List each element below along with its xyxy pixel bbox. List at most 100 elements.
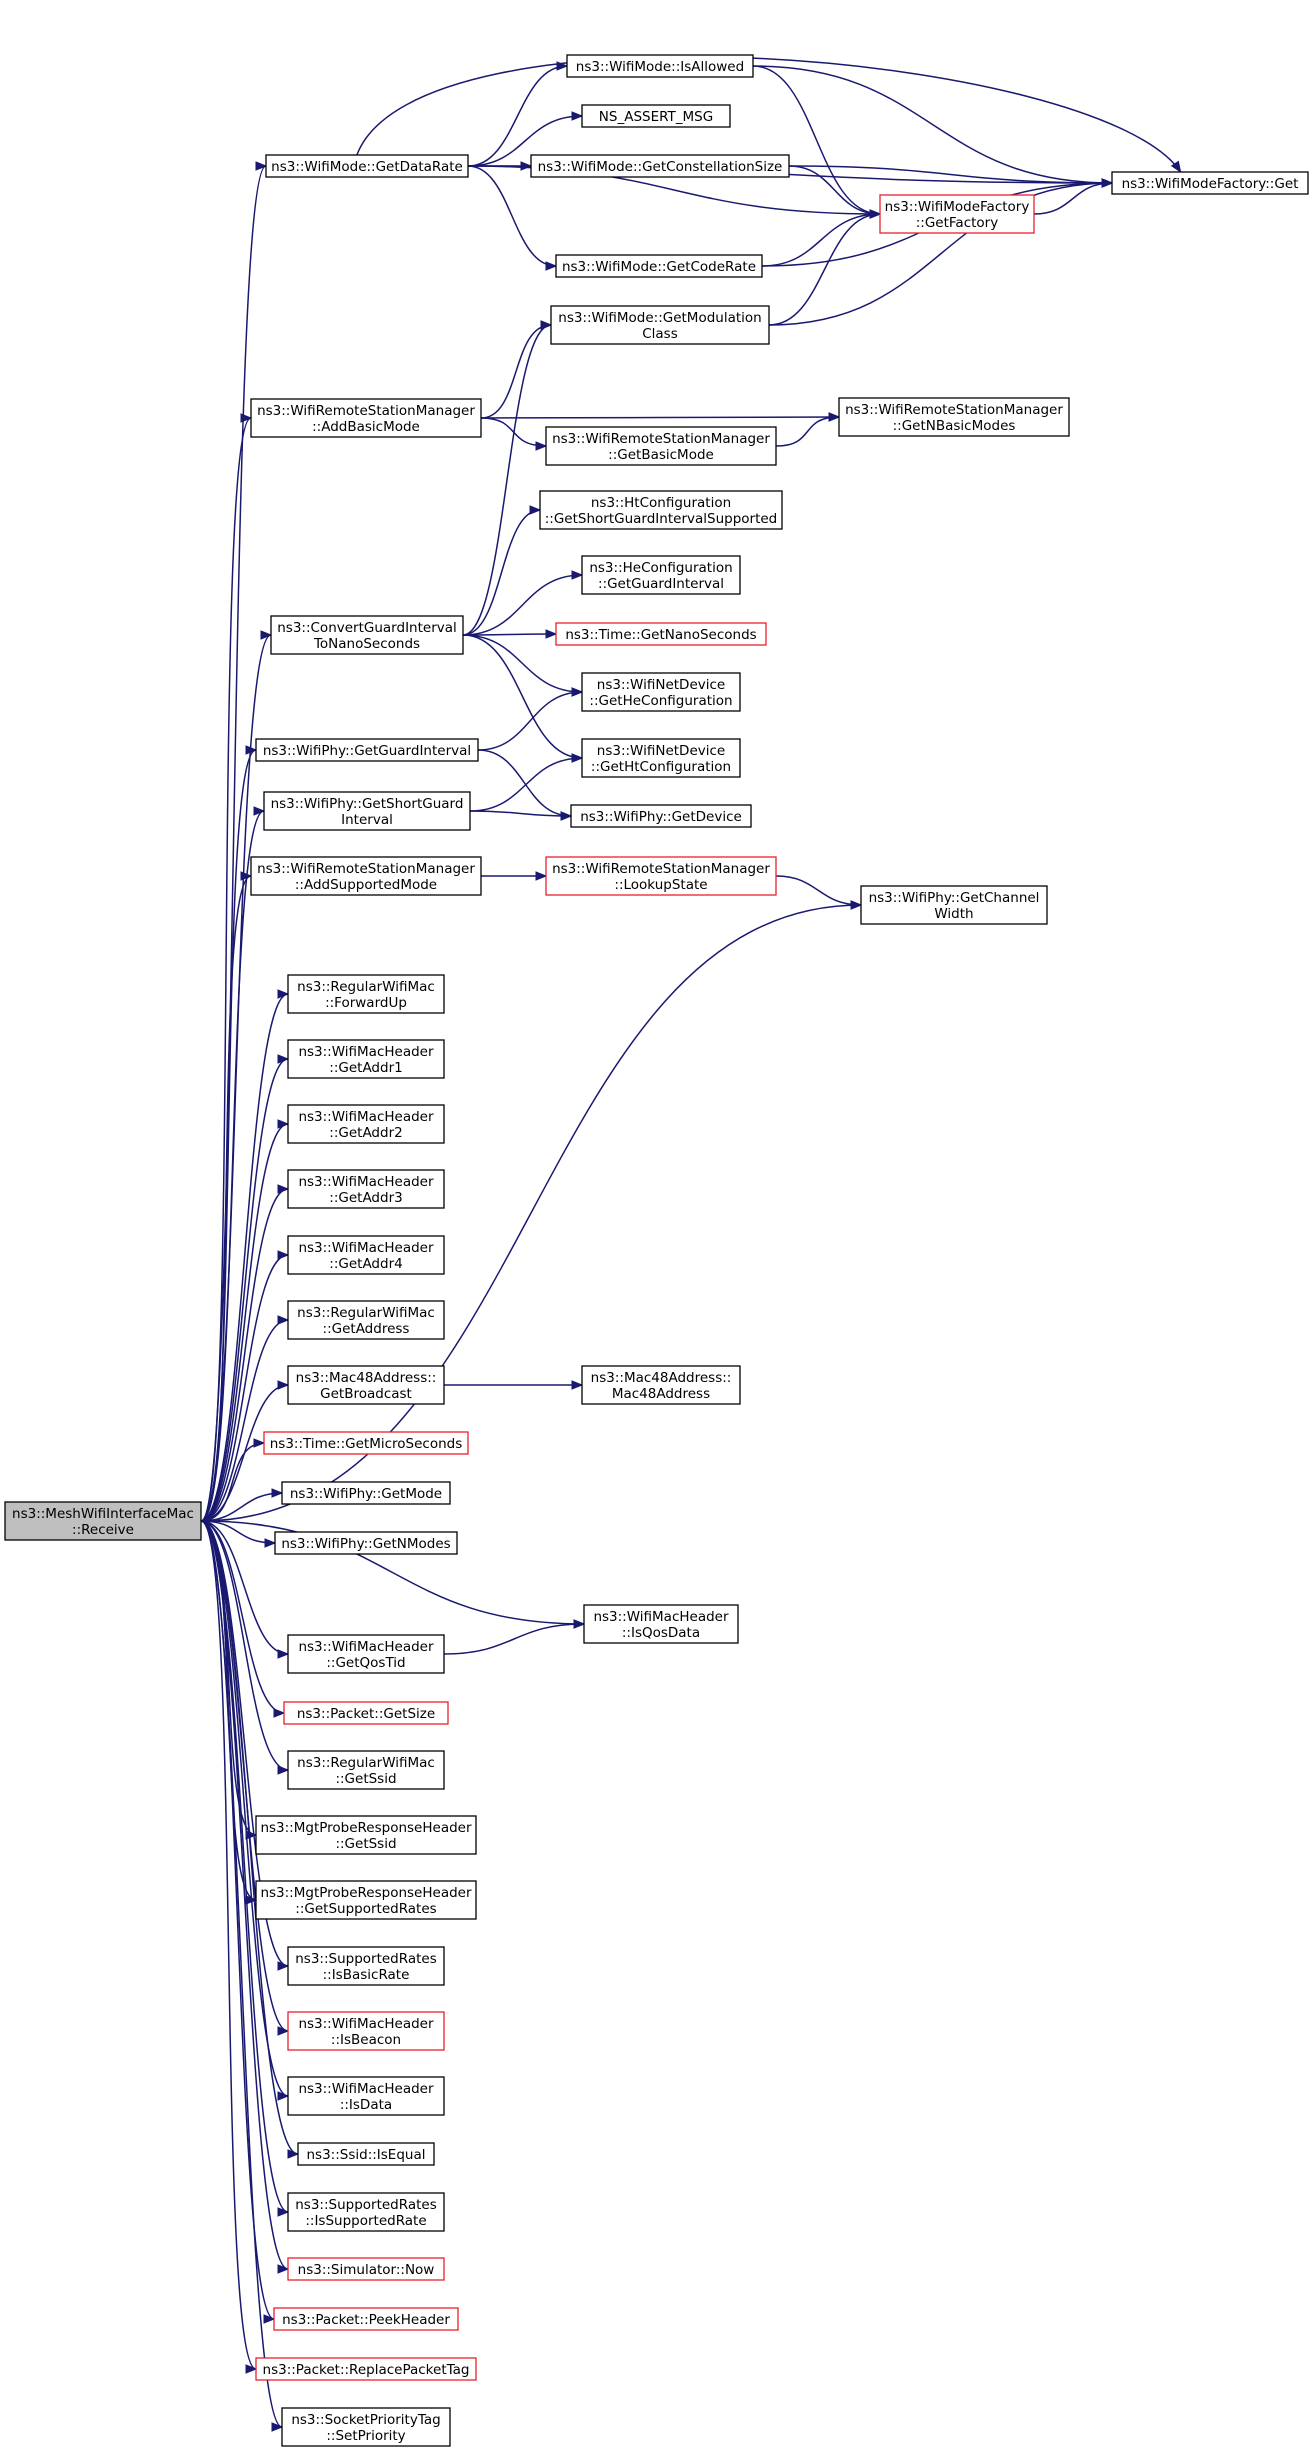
- node-label: ns3::MgtProbeResponseHeader: [260, 1885, 472, 1901]
- node-isBeacon[interactable]: ns3::WifiMacHeader::IsBeacon: [287, 2011, 445, 2051]
- node-label: ns3::WifiMacHeader: [298, 1044, 434, 1060]
- edge-getQosTid-to-isQosData: [443, 1623, 585, 1655]
- edge-arrowhead: [277, 1054, 290, 1064]
- node-getFactory[interactable]: ns3::WifiModeFactory::GetFactory: [879, 194, 1035, 234]
- node-getHtConfig[interactable]: ns3::WifiNetDevice::GetHtConfiguration: [581, 738, 741, 778]
- node-box: [581, 1365, 741, 1405]
- edge-receive-to-addr2: [200, 1123, 289, 1522]
- node-macGetSsid[interactable]: ns3::RegularWifiMac::GetSsid: [287, 1750, 445, 1790]
- edge-arrowhead: [277, 1961, 290, 1971]
- edge-receive-to-isQosData: [200, 1520, 585, 1625]
- node-addBasicMode[interactable]: ns3::WifiRemoteStationManager::AddBasicM…: [250, 398, 482, 438]
- node-label: ::GetHeConfiguration: [589, 693, 732, 709]
- node-getHeConfig[interactable]: ns3::WifiNetDevice::GetHeConfiguration: [581, 672, 741, 712]
- edge-isAllowed-to-getFactory: [752, 65, 881, 215]
- node-mac48ctor[interactable]: ns3::Mac48Address::Mac48Address: [581, 1365, 741, 1405]
- node-addr4[interactable]: ns3::WifiMacHeader::GetAddr4: [287, 1235, 445, 1275]
- node-box: [287, 2076, 445, 2116]
- edge-arrowhead: [277, 1184, 290, 1194]
- edge-arrowhead: [277, 989, 290, 999]
- node-phyShortGi[interactable]: ns3::WifiPhy::GetShortGuardInterval: [263, 791, 471, 831]
- node-peekHeader[interactable]: ns3::Packet::PeekHeader: [273, 2307, 459, 2331]
- edge-convertGi-to-heGi: [462, 574, 583, 636]
- node-heGi[interactable]: ns3::HeConfiguration::GetGuardInterval: [581, 555, 741, 595]
- node-getDataRate[interactable]: ns3::WifiMode::GetDataRate: [265, 154, 469, 178]
- node-getQosTid[interactable]: ns3::WifiMacHeader::GetQosTid: [287, 1634, 445, 1674]
- node-addr3[interactable]: ns3::WifiMacHeader::GetAddr3: [287, 1169, 445, 1209]
- edge-receive-to-forwardUp: [200, 993, 289, 1522]
- node-label: ns3::WifiRemoteStationManager: [552, 431, 770, 447]
- node-box: [250, 398, 482, 438]
- node-probeRates[interactable]: ns3::MgtProbeResponseHeader::GetSupporte…: [255, 1880, 477, 1920]
- edge-getConstellation-to-getFactory: [788, 165, 881, 215]
- edge-arrowhead: [1170, 160, 1182, 174]
- node-label: GetBroadcast: [320, 1386, 412, 1402]
- edge-arrowhead: [571, 111, 584, 121]
- node-simNow[interactable]: ns3::Simulator::Now: [287, 2257, 445, 2281]
- node-getConstellation[interactable]: ns3::WifiMode::GetConstellationSize: [530, 154, 790, 178]
- node-getCodeRate[interactable]: ns3::WifiMode::GetCodeRate: [555, 254, 763, 278]
- node-label: ns3::WifiMacHeader: [298, 1174, 434, 1190]
- node-label: ns3::MeshWifiInterfaceMac: [12, 1506, 194, 1522]
- node-isAllowed[interactable]: ns3::WifiMode::IsAllowed: [566, 54, 754, 78]
- node-lookupState[interactable]: ns3::WifiRemoteStationManager::LookupSta…: [545, 856, 777, 896]
- edge-arrowhead: [535, 441, 548, 451]
- node-box: [570, 804, 752, 828]
- node-label: ::LookupState: [614, 877, 707, 893]
- node-label: ns3::WifiMode::GetConstellationSize: [538, 159, 783, 175]
- node-label: ns3::WifiNetDevice: [597, 743, 725, 759]
- node-microSeconds[interactable]: ns3::Time::GetMicroSeconds: [263, 1431, 469, 1455]
- edge-getBasicMode-to-getNBasicModes: [775, 416, 840, 447]
- edges-layer: [200, 55, 1182, 2432]
- node-ssidIsEqual[interactable]: ns3::Ssid::IsEqual: [297, 2142, 435, 2166]
- node-addr2[interactable]: ns3::WifiMacHeader::GetAddr2: [287, 1104, 445, 1144]
- node-addSupported[interactable]: ns3::WifiRemoteStationManager::AddSuppor…: [250, 856, 482, 896]
- node-label: ::GetAddr1: [329, 1060, 402, 1076]
- node-getNanoSeconds[interactable]: ns3::Time::GetNanoSeconds: [555, 622, 767, 646]
- node-receive[interactable]: ns3::MeshWifiInterfaceMac::Receive: [4, 1501, 202, 1541]
- node-box: [281, 1481, 451, 1505]
- node-isSupportedRate[interactable]: ns3::SupportedRates::IsSupportedRate: [287, 2192, 445, 2232]
- edge-phyShortGi-to-getHtConfig: [469, 757, 583, 812]
- node-probeSsid[interactable]: ns3::MgtProbeResponseHeader::GetSsid: [255, 1815, 477, 1855]
- edge-arrowhead: [1101, 178, 1114, 188]
- node-label: ::GetShortGuardIntervalSupported: [545, 511, 778, 527]
- node-factoryGet[interactable]: ns3::WifiModeFactory::Get: [1111, 171, 1309, 195]
- edge-arrowhead: [255, 161, 268, 171]
- node-phyGetGi[interactable]: ns3::WifiPhy::GetGuardInterval: [255, 738, 479, 762]
- node-box: [1111, 171, 1309, 195]
- node-htShortGi[interactable]: ns3::HtConfiguration::GetShortGuardInter…: [539, 490, 783, 530]
- node-phyGetDevice[interactable]: ns3::WifiPhy::GetDevice: [570, 804, 752, 828]
- node-label: ns3::Mac48Address::: [591, 1370, 732, 1386]
- edge-receive-to-replaceTag: [200, 1520, 257, 2370]
- edge-arrowhead: [287, 2149, 300, 2159]
- node-getBroadcast[interactable]: ns3::Mac48Address::GetBroadcast: [287, 1365, 445, 1405]
- node-pktGetSize[interactable]: ns3::Packet::GetSize: [283, 1701, 449, 1725]
- edge-arrowhead: [271, 1488, 284, 1498]
- edge-arrowhead: [277, 1119, 290, 1129]
- node-nsAssert[interactable]: NS_ASSERT_MSG: [581, 104, 731, 128]
- node-isQosData[interactable]: ns3::WifiMacHeader::IsQosData: [583, 1604, 739, 1644]
- node-label: ns3::Time::GetMicroSeconds: [270, 1436, 463, 1452]
- node-label: ns3::Ssid::IsEqual: [307, 2147, 426, 2163]
- node-box: [838, 397, 1070, 437]
- node-getBasicMode[interactable]: ns3::WifiRemoteStationManager::GetBasicM…: [545, 426, 777, 466]
- node-phyGetMode[interactable]: ns3::WifiPhy::GetMode: [281, 1481, 451, 1505]
- node-forwardUp[interactable]: ns3::RegularWifiMac::ForwardUp: [287, 974, 445, 1014]
- node-isData[interactable]: ns3::WifiMacHeader::IsData: [287, 2076, 445, 2116]
- node-box: [581, 738, 741, 778]
- node-getNBasicModes[interactable]: ns3::WifiRemoteStationManager::GetNBasic…: [838, 397, 1070, 437]
- node-label: ::GetBasicMode: [608, 447, 714, 463]
- node-setPriority[interactable]: ns3::SocketPriorityTag::SetPriority: [281, 2407, 451, 2447]
- edge-addBasicMode-to-getNBasicModes: [480, 416, 840, 419]
- node-addr1[interactable]: ns3::WifiMacHeader::GetAddr1: [287, 1039, 445, 1079]
- node-isBasicRate[interactable]: ns3::SupportedRates::IsBasicRate: [287, 1946, 445, 1986]
- node-phyGetNModes[interactable]: ns3::WifiPhy::GetNModes: [274, 1531, 458, 1555]
- edge-convertGi-to-getHeConfig: [462, 634, 583, 693]
- edge-arrowhead: [277, 1380, 290, 1390]
- node-getAddress[interactable]: ns3::RegularWifiMac::GetAddress: [287, 1300, 445, 1340]
- node-replaceTag[interactable]: ns3::Packet::ReplacePacketTag: [255, 2357, 477, 2381]
